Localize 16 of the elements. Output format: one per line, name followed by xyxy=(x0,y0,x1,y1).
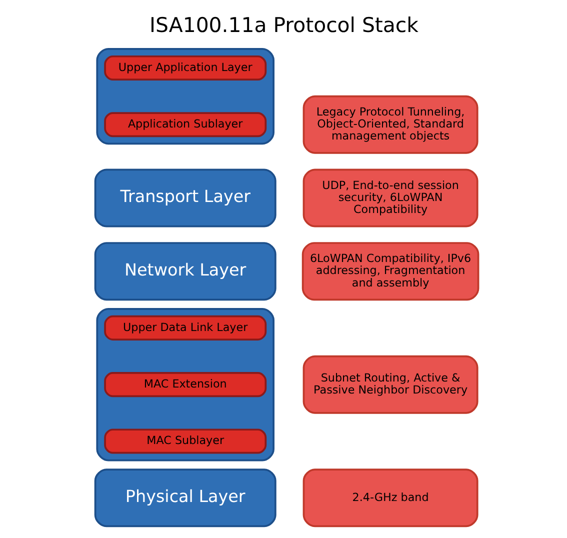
node-box: 2.4-GHz band xyxy=(302,468,478,528)
cluster xyxy=(96,308,274,462)
node-box: Upper Data Link Layer xyxy=(104,315,266,340)
node-box: Subnet Routing, Active & Passive Neighbor Discovery xyxy=(302,355,478,414)
node-box: UDP, End-to-end session security, 6LoWPAN Compatibility xyxy=(302,168,478,228)
node-box: Physical Layer xyxy=(94,468,276,528)
node-box: MAC Extension xyxy=(104,372,266,398)
node-box: Upper Application Layer xyxy=(104,55,266,81)
node-box: 6LoWPAN Compatibility, IPv6 addressing, Fragmentation and assembly xyxy=(301,242,479,301)
node-box: Application Sublayer xyxy=(104,112,266,138)
node-box: Network Layer xyxy=(94,242,276,301)
cluster xyxy=(96,48,274,145)
node-box: MAC Sublayer xyxy=(104,428,266,454)
node-box: Transport Layer xyxy=(94,168,276,228)
diagram-title: ISA100.11a Protocol Stack xyxy=(149,12,418,37)
node-box: Legacy Protocol Tunneling, Object-Oriented, Standard management objects xyxy=(302,95,478,154)
